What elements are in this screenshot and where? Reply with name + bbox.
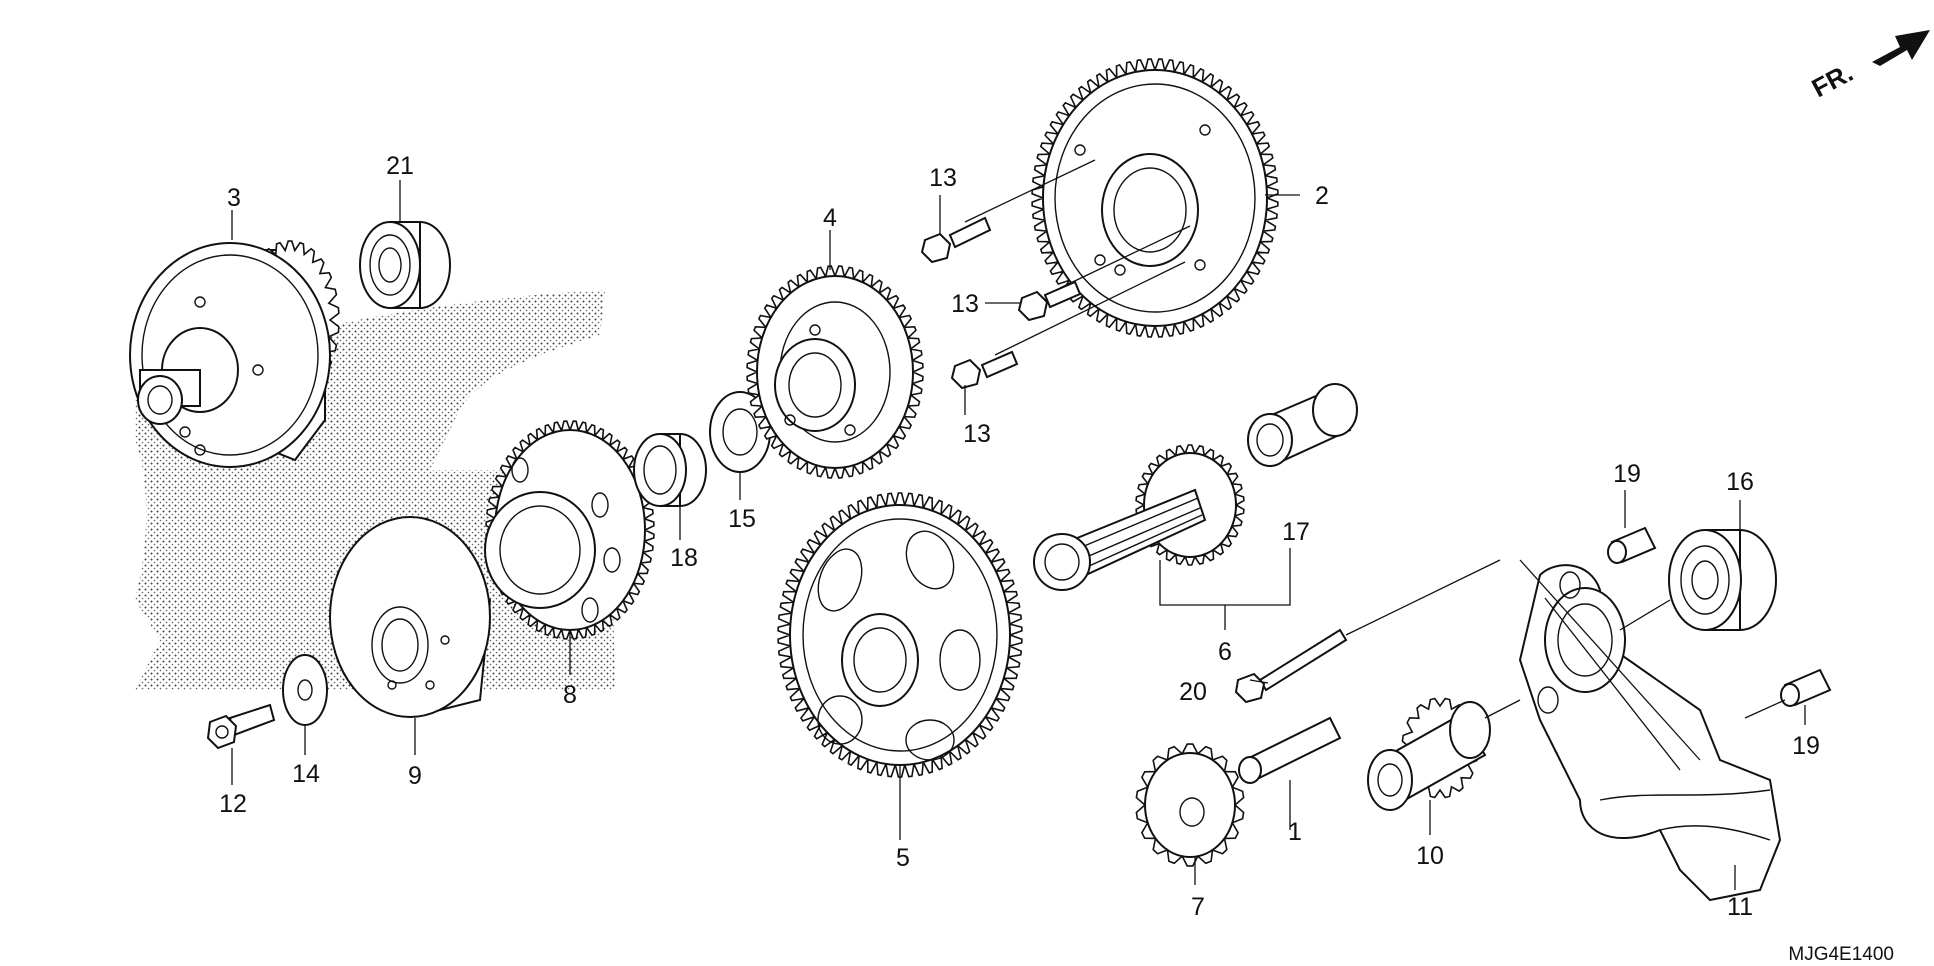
- bearing-16[interactable]: [1619, 529, 1777, 631]
- driven-gear-5[interactable]: [777, 492, 1023, 778]
- driven-gear-4[interactable]: [746, 265, 924, 479]
- clutch-plate-hub[interactable]: [329, 516, 492, 718]
- callout-4: 4: [823, 204, 837, 232]
- bolt-13-bottom[interactable]: [950, 261, 1186, 390]
- callout-6: 6: [1218, 638, 1232, 666]
- small-gear-7[interactable]: [1135, 743, 1245, 867]
- needle-bearing-18[interactable]: [633, 433, 707, 507]
- callout-1: 1: [1288, 818, 1302, 846]
- front-arrow-icon: [1872, 30, 1930, 66]
- gear-sprocket-8[interactable]: [484, 420, 655, 640]
- clutch-outer-drum[interactable]: [129, 240, 340, 468]
- callout-8: 8: [563, 681, 577, 709]
- callout-20: 20: [1179, 678, 1207, 706]
- arm-bracket-11[interactable]: [1518, 559, 1782, 902]
- callout-15: 15: [728, 505, 756, 533]
- callout-19-right: 19: [1792, 732, 1820, 760]
- callout-12: 12: [219, 790, 247, 818]
- bolt-13-top[interactable]: [920, 159, 1096, 264]
- callout-3: 3: [227, 184, 241, 212]
- front-label: FR.: [1807, 57, 1858, 103]
- callout-21: 21: [386, 152, 414, 180]
- splined-shaft-6[interactable]: [1033, 444, 1245, 591]
- bolt-20[interactable]: [1234, 559, 1501, 704]
- front-direction-indicator: FR.: [1807, 30, 1930, 103]
- callout-19-top: 19: [1613, 460, 1641, 488]
- dowel-pin-19-top[interactable]: [1607, 526, 1657, 564]
- callout-5: 5: [896, 844, 910, 872]
- bolt-12[interactable]: [206, 703, 276, 750]
- callout-9: 9: [408, 762, 422, 790]
- bolt-13-middle[interactable]: [1017, 225, 1191, 322]
- bearing-21[interactable]: [359, 221, 451, 309]
- callout-10: 10: [1416, 842, 1444, 870]
- callout-13-bottom: 13: [963, 420, 991, 448]
- dowel-pin-19-right[interactable]: [1744, 668, 1832, 719]
- large-gear-2[interactable]: [1031, 58, 1279, 338]
- callout-13-middle: 13: [951, 290, 979, 318]
- callout-14: 14: [292, 760, 320, 788]
- callout-18: 18: [670, 544, 698, 572]
- pin-1[interactable]: [1238, 716, 1342, 784]
- callout-7: 7: [1191, 893, 1205, 921]
- leader-lines: [231, 180, 1806, 890]
- callout-11: 11: [1727, 893, 1753, 921]
- sleeve-17[interactable]: [1247, 383, 1358, 467]
- washer-14[interactable]: [282, 654, 328, 726]
- callout-13-top: 13: [929, 164, 957, 192]
- diagram-code: MJG4E1400: [1788, 944, 1894, 965]
- gear-sleeve-10[interactable]: [1367, 697, 1521, 811]
- callout-17: 17: [1282, 518, 1310, 546]
- callout-2: 2: [1315, 182, 1329, 210]
- callout-labels: 1 2 3 4 5 6 7 8 9 10 11 12 13 13 13 14 1…: [219, 152, 1820, 921]
- callout-16: 16: [1726, 468, 1754, 496]
